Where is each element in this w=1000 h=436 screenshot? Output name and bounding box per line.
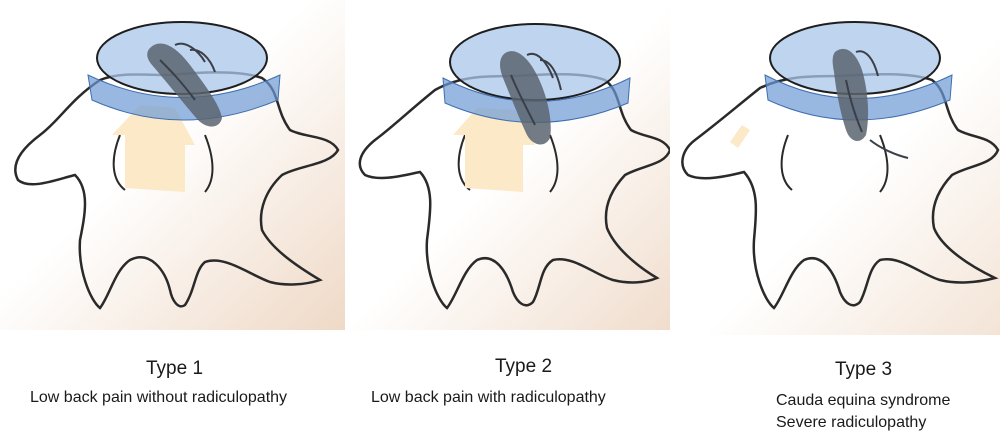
type-description: Low back pain without radiculopathy: [30, 389, 287, 407]
panel-type-2: Type 2 Low back pain with radiculopathy: [345, 0, 675, 436]
type-label: Type 1: [146, 358, 203, 380]
type-description-line-2: Severe radiculopathy: [776, 414, 926, 432]
type-label: Type 3: [835, 359, 892, 381]
type-label: Type 2: [495, 356, 552, 378]
panel-type-3: Type 3 Cauda equina syndrome Severe radi…: [670, 0, 1000, 436]
type-description-line-1: Cauda equina syndrome: [776, 392, 950, 410]
type-description: Low back pain with radiculopathy: [371, 389, 606, 407]
panel-type-1: Type 1 Low back pain without radiculopat…: [0, 0, 370, 436]
